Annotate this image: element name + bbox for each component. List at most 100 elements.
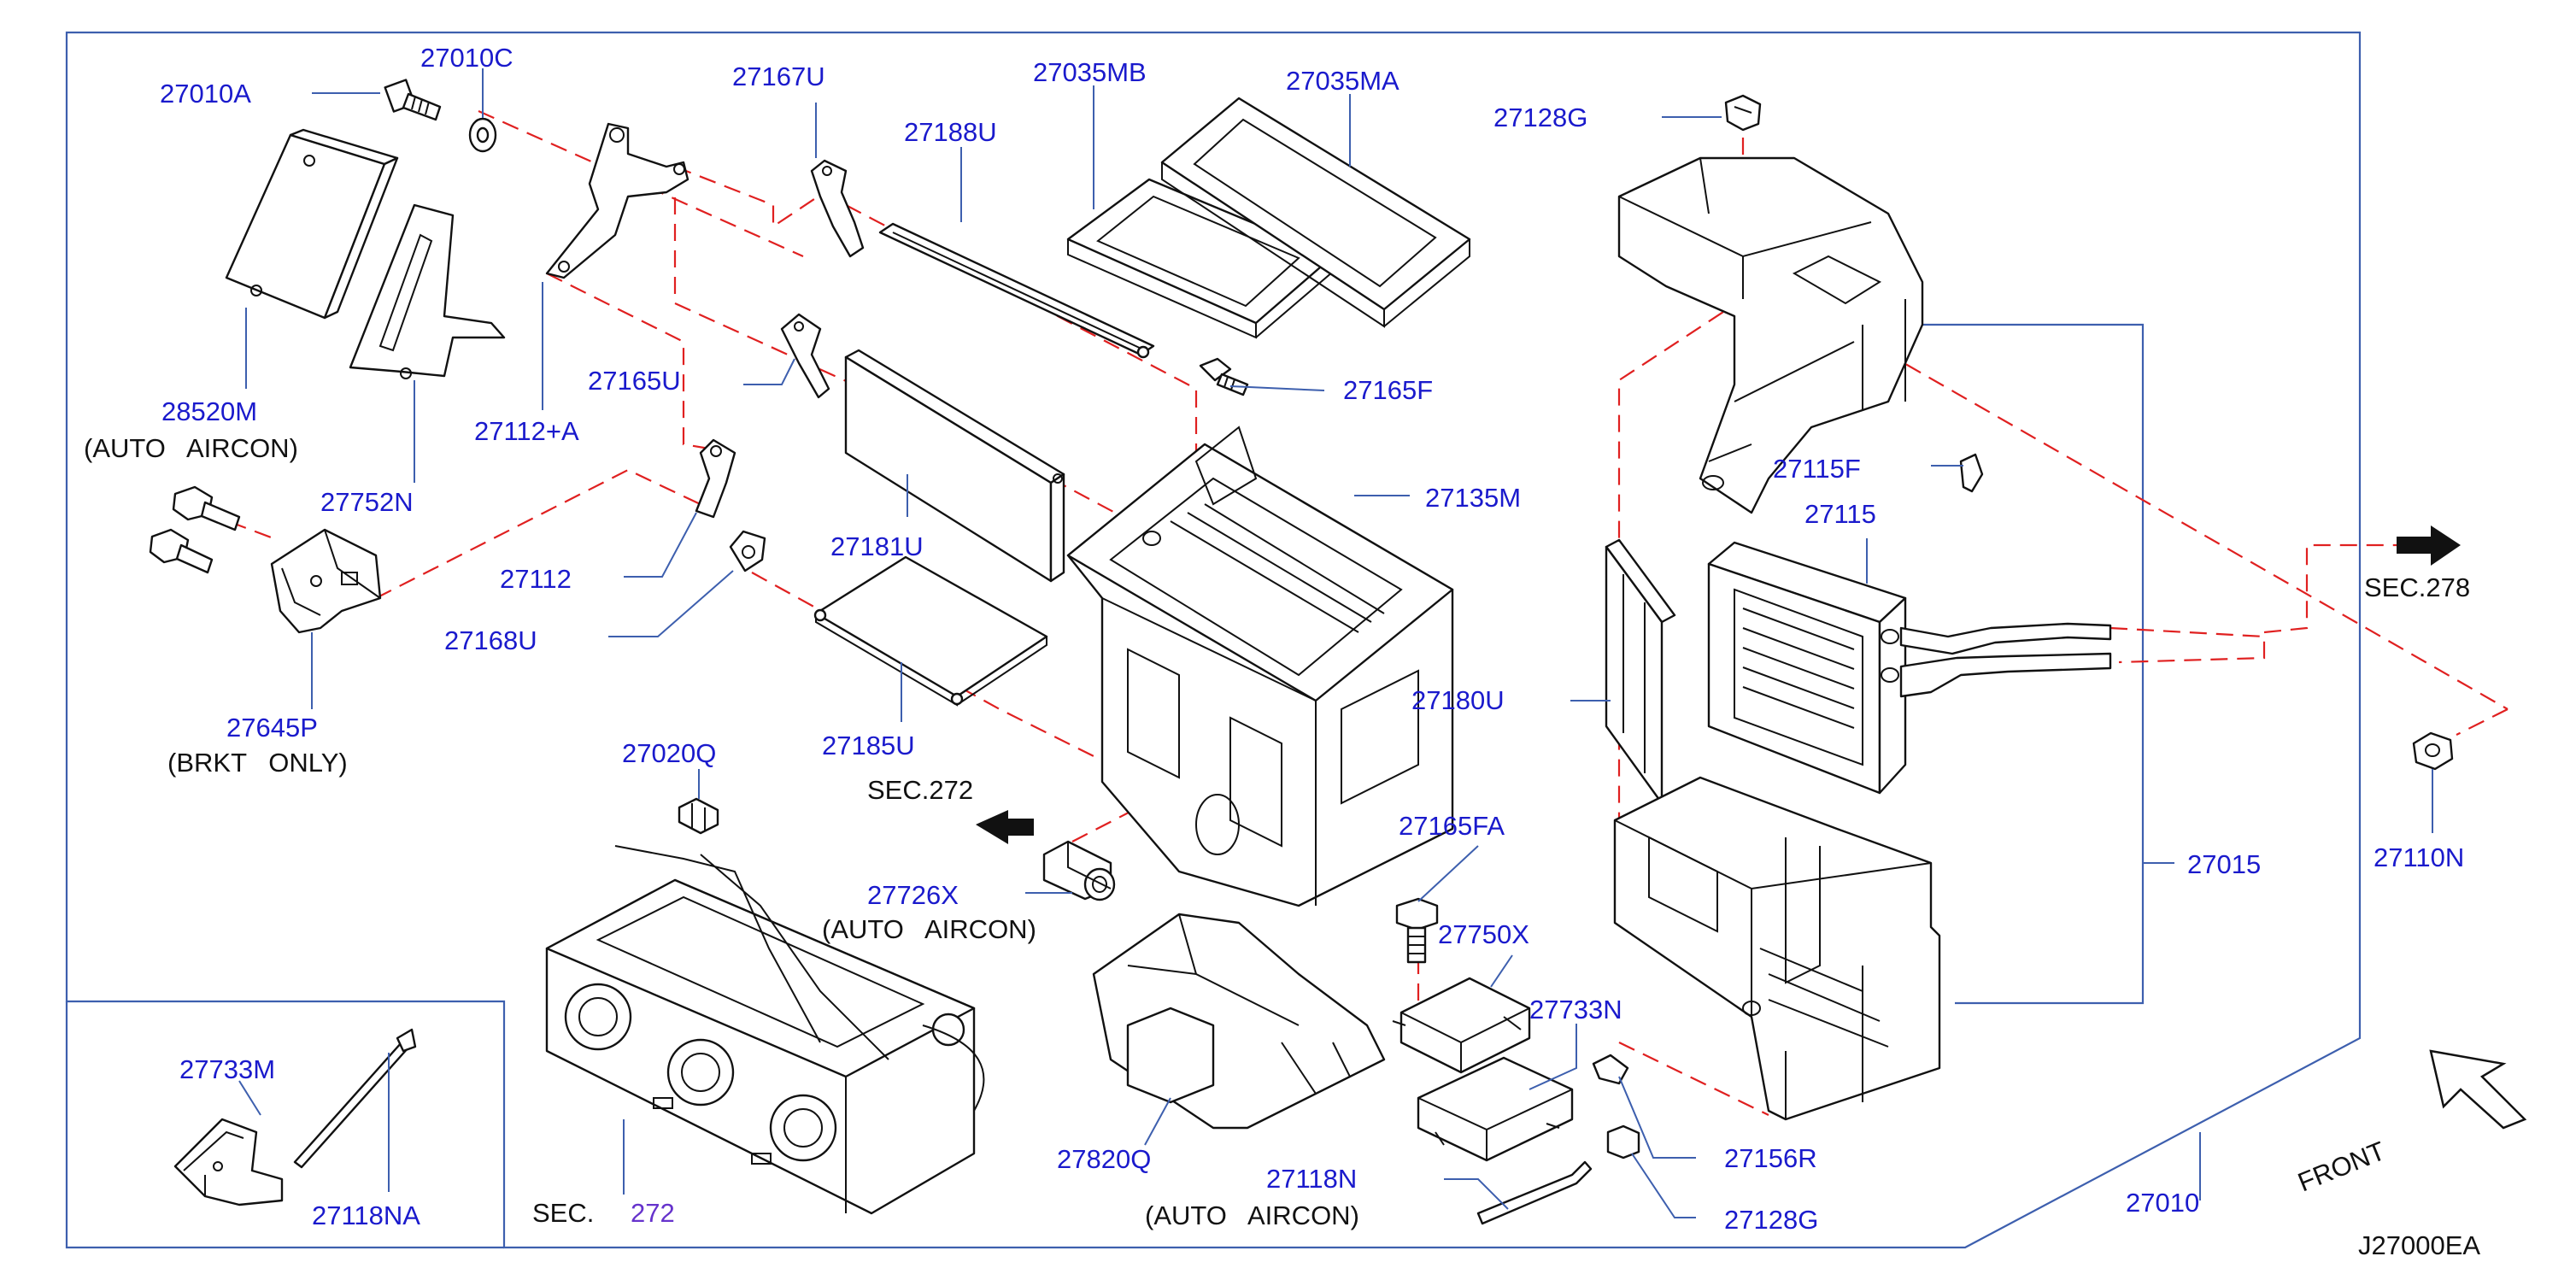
heater-case-27135m — [1066, 426, 1454, 907]
filter-strip-27188u — [878, 222, 1155, 359]
label-27135m: 27135M — [1425, 483, 1521, 513]
label-27165fa: 27165FA — [1399, 811, 1505, 841]
label-27115: 27115 — [1804, 499, 1876, 529]
filter-panel-27181u — [844, 349, 1065, 583]
gasket-27035mb — [1066, 178, 1335, 339]
label-27156r: 27156R — [1724, 1143, 1817, 1173]
label-27165u: 27165U — [588, 366, 681, 396]
label-28520m: 28520M — [161, 396, 257, 426]
label-27168u: 27168U — [444, 625, 537, 655]
label-27118n: 27118N — [1266, 1164, 1357, 1194]
note-sec272-number: 272 — [631, 1198, 675, 1228]
bolt-27165fa — [1395, 897, 1439, 964]
label-27733m: 27733M — [179, 1054, 275, 1084]
note-auto-aircon-28520m: (AUTO AIRCON) — [84, 433, 298, 463]
dash-sec278 — [2263, 543, 2409, 634]
label-27010c: 27010C — [420, 43, 513, 73]
dash-nut — [2456, 708, 2509, 736]
clip-27115f — [1959, 453, 1984, 493]
heater-case-upper-27015 — [1617, 156, 1924, 514]
filter-27180u — [1605, 538, 1676, 805]
label-27181u: 27181U — [830, 531, 924, 561]
note-front: FRONT — [2294, 1136, 2390, 1197]
dash-core-to-sec278 — [2110, 626, 2266, 664]
sensor-rod-27118n — [1476, 1160, 1593, 1225]
rod-27118na — [293, 1028, 417, 1169]
bracket-27645p — [149, 485, 382, 634]
leader-27118n — [1444, 1178, 1509, 1210]
link-27112 — [695, 438, 736, 519]
label-27020q: 27020Q — [622, 738, 716, 768]
label-27645p: 27645P — [226, 713, 318, 743]
leader-lines — [238, 68, 2433, 1218]
leader-27733n — [1529, 1024, 1577, 1090]
nut-27110n — [2412, 731, 2454, 771]
washer-27010c — [468, 117, 497, 153]
screw-27165f — [1199, 357, 1249, 396]
leader-27750x — [1490, 954, 1513, 988]
label-27188u: 27188U — [904, 117, 997, 147]
heater-case-lower-27015 — [1613, 776, 1941, 1121]
notes: (AUTO AIRCON) (BRKT ONLY) SEC.278 SEC.27… — [84, 433, 2480, 1260]
part-illustrations — [149, 79, 2454, 1225]
amp-unit-27733n — [1417, 1056, 1574, 1162]
label-27118na: 27118NA — [312, 1200, 420, 1230]
bracket-27015 — [1922, 323, 2145, 1005]
note-brkt-only: (BRKT ONLY) — [167, 748, 348, 778]
main-assembly-frame — [65, 31, 2362, 1249]
bracket-27733m — [173, 1118, 284, 1206]
dash-case-to-nut — [1836, 324, 2509, 710]
gasket-27035ma — [1160, 97, 1471, 328]
label-27750x: 27750X — [1438, 919, 1529, 949]
inset-assembly-frame — [65, 1001, 504, 1249]
label-27035mb: 27035MB — [1033, 57, 1147, 87]
dash-bolt-to-bracket — [478, 109, 804, 258]
note-sec272-arrow: SEC.272 — [867, 775, 973, 805]
heater-core-27115 — [1707, 541, 2112, 795]
leader-27128g-lower — [1631, 1153, 1696, 1218]
label-27035ma: 27035MA — [1286, 66, 1399, 96]
assembly-frames — [65, 31, 2362, 1249]
dash-sensor-to-case — [1618, 1042, 1769, 1116]
control-panel-sec272 — [545, 845, 985, 1215]
motor-actuator-27726x — [1042, 840, 1116, 901]
clip-27156r — [1592, 1054, 1629, 1085]
label-27167u: 27167U — [732, 62, 825, 91]
label-27110n: 27110N — [2374, 842, 2464, 872]
label-27015: 27015 — [2187, 849, 2261, 879]
leader-27112 — [624, 512, 697, 578]
clip-27128g-upper — [1724, 94, 1762, 132]
label-27733n: 27733N — [1529, 995, 1622, 1024]
label-27180u: 27180U — [1411, 685, 1505, 715]
link-27165u — [780, 313, 830, 399]
leader-27820q — [1144, 1097, 1171, 1146]
label-27112a: 27112+A — [474, 416, 579, 446]
bracket-27752n — [349, 203, 506, 379]
label-27010a: 27010A — [160, 79, 251, 109]
label-27115f: 27115F — [1773, 454, 1861, 484]
leader-27156r — [1618, 1076, 1696, 1159]
label-27010: 27010 — [2126, 1188, 2199, 1218]
note-sec278: SEC.278 — [2364, 572, 2470, 602]
dash-bracket-lower — [375, 468, 710, 599]
leader-27165f — [1229, 385, 1325, 391]
dash-bracket-to-link — [546, 273, 710, 450]
leader-27733m — [238, 1080, 261, 1116]
label-27820q: 27820Q — [1057, 1144, 1151, 1174]
lever-bracket-27112a — [545, 122, 689, 279]
dash-bracket-to-lever — [674, 165, 825, 229]
front-arrow-icon — [2429, 1049, 2527, 1130]
note-auto-aircon-27118n: (AUTO AIRCON) — [1145, 1200, 1359, 1230]
label-27165f: 27165F — [1343, 375, 1433, 405]
plate-27168u — [729, 530, 766, 572]
note-auto-aircon-27726x: (AUTO AIRCON) — [822, 914, 1036, 944]
label-27185u: 27185U — [822, 731, 915, 760]
label-27128g-lower: 27128G — [1724, 1205, 1818, 1235]
link-27167u — [810, 159, 865, 258]
direction-arrows — [976, 525, 2527, 1130]
filter-27185u — [813, 555, 1048, 707]
label-27128g-upper: 27128G — [1493, 103, 1587, 132]
sec278-arrow-icon — [2397, 525, 2461, 566]
sec272-arrow-icon — [976, 810, 1034, 844]
